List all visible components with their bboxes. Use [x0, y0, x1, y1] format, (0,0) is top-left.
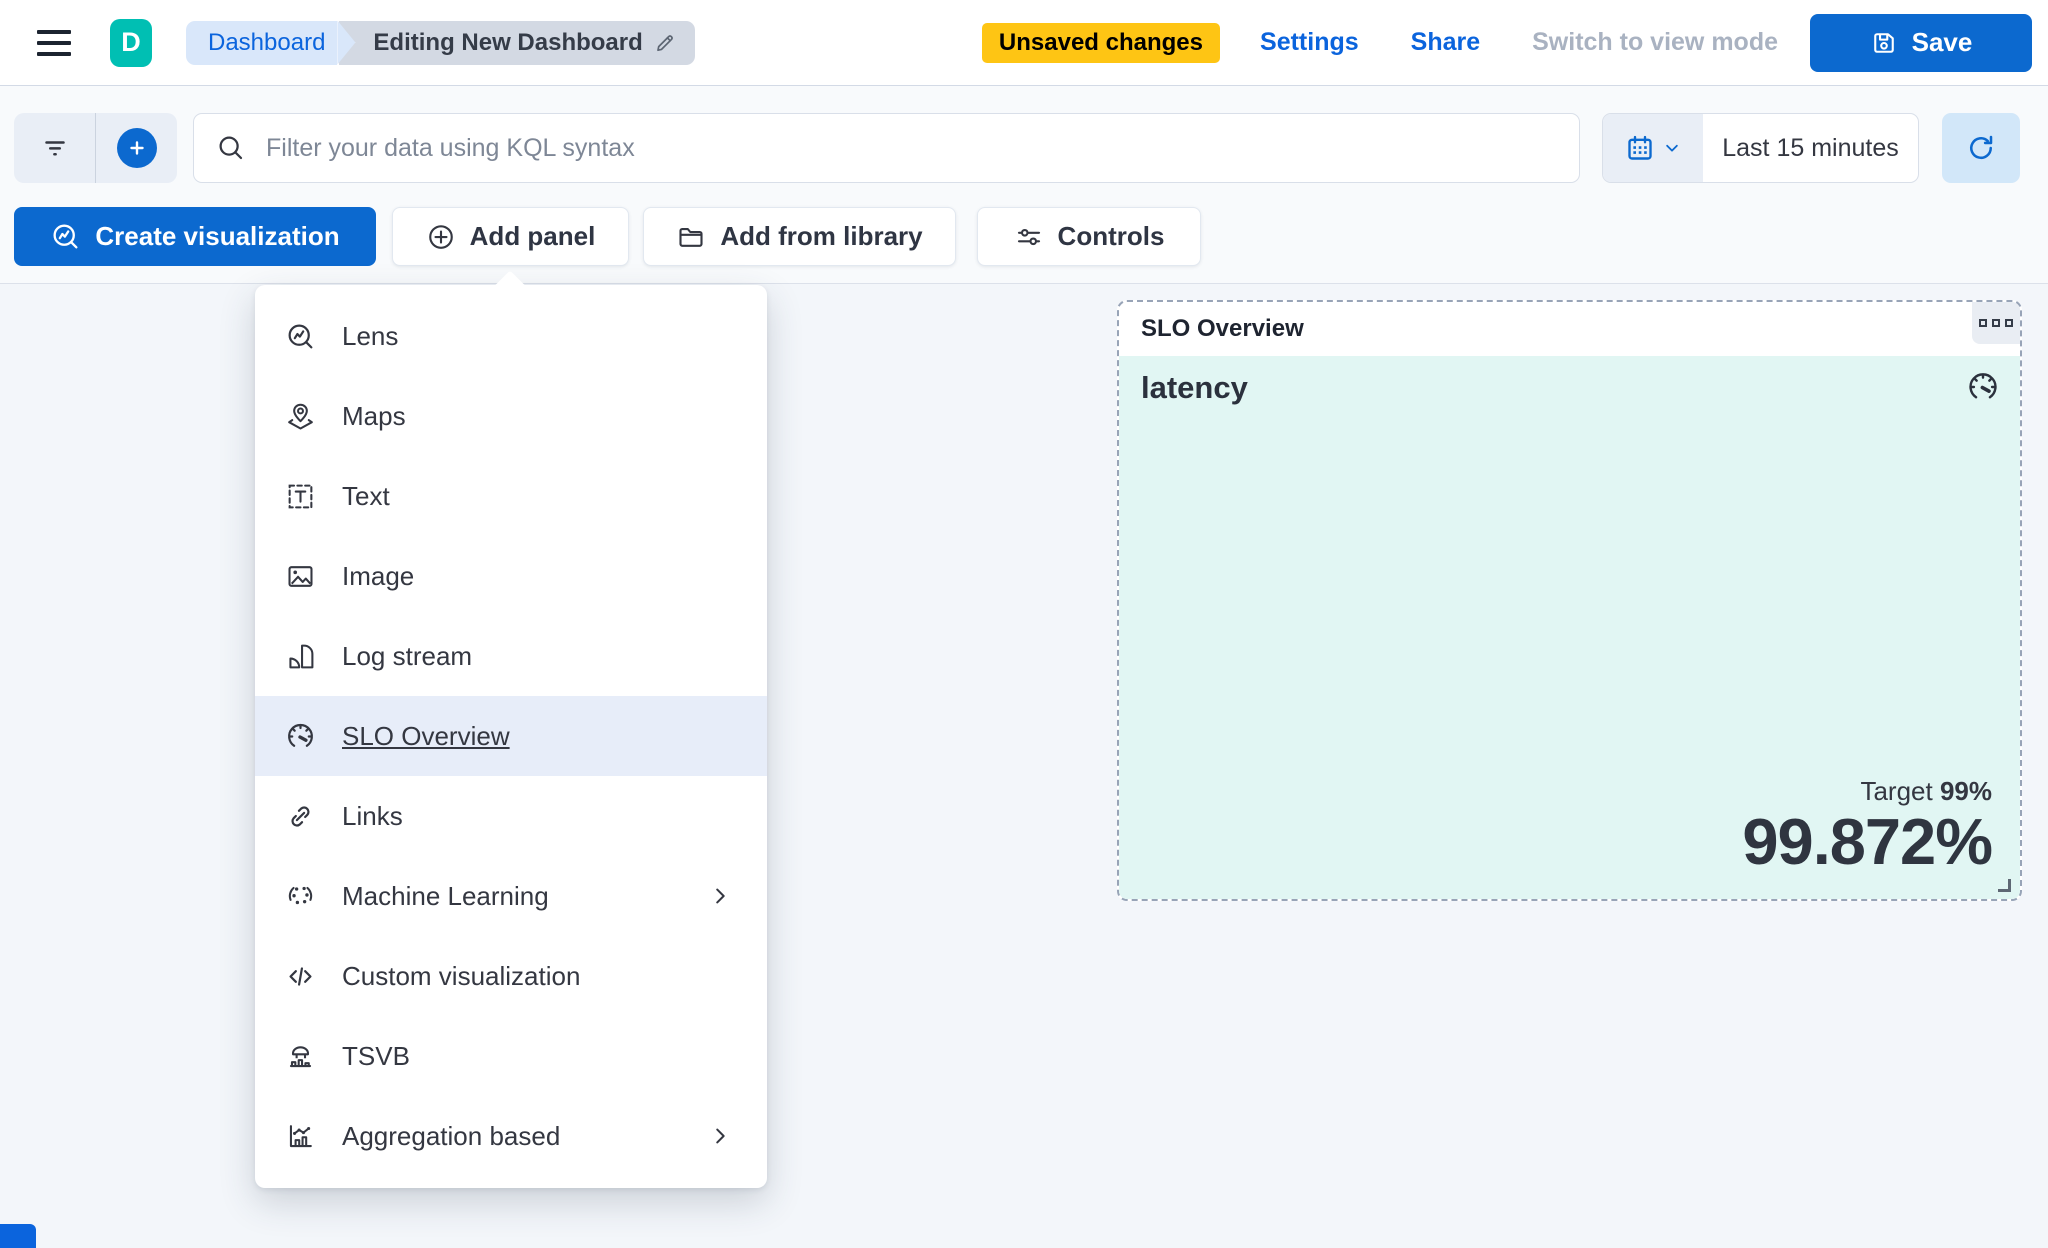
text-icon — [285, 481, 316, 512]
slo-observed-value: 99.872% — [1742, 804, 1993, 878]
chevron-down-icon — [1663, 139, 1681, 157]
add-panel-menu: Lens Maps — [255, 270, 767, 1188]
filter-button-group — [14, 113, 177, 183]
refresh-button[interactable] — [1942, 113, 2020, 183]
unsaved-changes-badge: Unsaved changes — [981, 22, 1221, 63]
menu-item-lens[interactable]: Lens — [255, 296, 767, 376]
kql-search-input[interactable] — [266, 133, 1557, 163]
lens-icon — [285, 321, 316, 352]
filter-icon — [40, 133, 70, 163]
menu-item-custom-visualization[interactable]: Custom visualization — [255, 936, 767, 1016]
time-range-value[interactable]: Last 15 minutes — [1703, 114, 1918, 182]
plus-circle-icon — [116, 128, 157, 168]
dashboard-toolbar: Last 15 minutes Create visualization — [0, 86, 2048, 284]
chevron-right-icon — [709, 1125, 731, 1147]
menu-item-aggregation-based[interactable]: Aggregation based — [255, 1096, 767, 1176]
tsvb-icon — [285, 1041, 316, 1072]
folder-icon — [676, 222, 706, 252]
menu-toggle-button[interactable] — [30, 19, 78, 67]
code-icon — [285, 961, 316, 992]
log-stream-icon — [285, 641, 316, 672]
menu-list: Lens Maps — [255, 285, 767, 1187]
add-control-button[interactable] — [96, 113, 177, 183]
switch-to-view-mode-button[interactable]: Switch to view mode — [1532, 28, 1778, 56]
machine-learning-icon — [285, 881, 316, 912]
boxes-horizontal-icon — [1979, 319, 2013, 327]
refresh-icon — [1965, 132, 1997, 164]
menu-item-maps[interactable]: Maps — [255, 376, 767, 456]
slo-overview-panel: SLO Overview latency Target 99% 9 — [1117, 300, 2022, 901]
share-button[interactable]: Share — [1410, 28, 1481, 56]
save-floppy-icon — [1870, 29, 1898, 57]
slo-target: Target 99% — [1860, 775, 1992, 806]
breadcrumb: Dashboard Editing New Dashboard — [186, 20, 695, 65]
button-group-divider — [95, 113, 96, 183]
panel-header: SLO Overview — [1119, 302, 2020, 356]
aggregation-icon — [285, 1121, 316, 1152]
plus-in-circle-icon — [426, 222, 456, 252]
lens-icon — [50, 221, 81, 252]
save-button[interactable]: Save — [1810, 13, 2032, 72]
menu-item-tsvb[interactable]: TSVB — [255, 1016, 767, 1096]
controls-button[interactable]: Controls — [977, 207, 1201, 266]
maps-icon — [285, 401, 316, 432]
gauge-icon — [1966, 370, 2000, 404]
menu-item-links[interactable]: Links — [255, 776, 767, 856]
top-navigation-bar: D Dashboard Editing New Dashboard Unsave… — [0, 0, 2048, 86]
time-range-picker: Last 15 minutes — [1602, 113, 1919, 183]
date-quick-select-button[interactable] — [1603, 114, 1703, 182]
slo-metric-name: latency — [1141, 370, 1248, 405]
pencil-icon — [653, 31, 677, 55]
panel-action-row: Create visualization Add panel Add — [0, 207, 2048, 266]
settings-button[interactable]: Settings — [1260, 28, 1359, 56]
create-visualization-button[interactable]: Create visualization — [14, 207, 376, 266]
panel-title: SLO Overview — [1141, 315, 1304, 342]
sliders-icon — [1014, 222, 1044, 252]
link-icon — [285, 801, 316, 832]
breadcrumb-dashboard[interactable]: Dashboard — [186, 20, 338, 65]
image-icon — [285, 561, 316, 592]
gauge-icon — [285, 721, 316, 752]
bottom-left-blue-element — [0, 1224, 36, 1248]
kql-search-bar — [193, 113, 1580, 183]
add-filter-button[interactable] — [14, 113, 95, 183]
add-from-library-button[interactable]: Add from library — [643, 207, 956, 266]
menu-item-image[interactable]: Image — [255, 536, 767, 616]
chevron-right-icon — [709, 885, 731, 907]
menu-item-log-stream[interactable]: Log stream — [255, 616, 767, 696]
calendar-icon — [1625, 133, 1655, 163]
panel-options-button[interactable] — [1972, 302, 2020, 344]
search-icon — [216, 133, 246, 163]
slo-target-value: 99% — [1939, 775, 1992, 806]
add-panel-button[interactable]: Add panel — [392, 207, 629, 266]
menu-item-machine-learning[interactable]: Machine Learning — [255, 856, 767, 936]
slo-panel-content: latency Target 99% 99.872% — [1119, 356, 2020, 899]
breadcrumb-editing-title[interactable]: Editing New Dashboard — [339, 20, 695, 65]
menu-item-slo-overview[interactable]: SLO Overview — [255, 696, 767, 776]
menu-item-text[interactable]: Text — [255, 456, 767, 536]
slo-values: Target 99% 99.872% — [1742, 775, 1993, 878]
panel-resize-handle[interactable] — [1998, 879, 2011, 892]
deployment-logo[interactable]: D — [110, 18, 152, 67]
